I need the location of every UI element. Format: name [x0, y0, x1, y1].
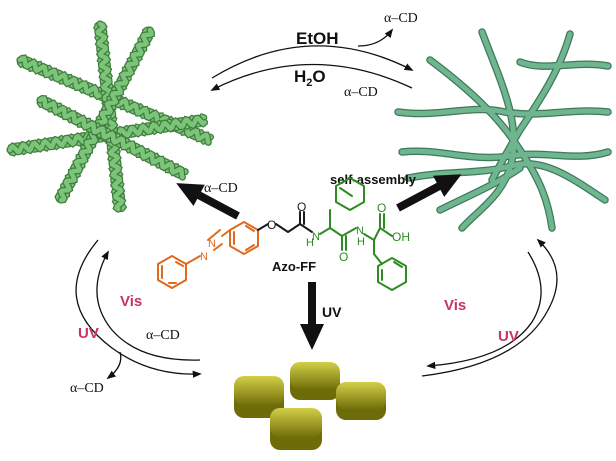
uv-center-label: UV — [322, 304, 342, 320]
acd-top-right-label: α–CD — [384, 11, 418, 26]
atom-nh-2-n: N — [356, 225, 364, 237]
left-outer-arc — [75, 239, 202, 378]
molecule-name: Azo-FF — [272, 259, 316, 274]
nanoblock-4 — [270, 408, 322, 450]
atom-o-ether: O — [267, 218, 276, 232]
left-inner-arc — [96, 250, 201, 361]
ff-phenyl-ring-1 — [335, 177, 365, 211]
right-outer-arc — [421, 238, 558, 377]
helical-ropes-illustration — [6, 20, 214, 213]
h2o-label: H2O — [294, 67, 326, 89]
fiber-network-illustration — [394, 28, 612, 232]
atom-n-azo-2: N — [208, 238, 216, 250]
rope-strand — [37, 96, 185, 180]
top-transition-arrows — [210, 28, 414, 91]
right-inner-arc — [426, 251, 542, 370]
arc-h2o-arrow — [210, 63, 413, 91]
acd-release-arrow — [357, 28, 394, 47]
arc-etoh-arrow — [211, 45, 414, 79]
uv-left-label: UV — [78, 325, 99, 342]
atom-nh-2-h: H — [357, 236, 365, 248]
uv-right-label: UV — [498, 328, 519, 345]
arrow-to-ropes — [176, 183, 240, 220]
nanoblock-1 — [234, 376, 284, 418]
etoh-label: EtOH — [296, 29, 339, 48]
left-transition-arrows — [75, 239, 202, 380]
atom-nh-1-h: H — [306, 237, 314, 249]
atom-o-acid: O — [377, 201, 386, 215]
acd-left-out-arrow — [106, 351, 122, 380]
acd-left-out-label: α–CD — [70, 381, 104, 396]
acd-left-loop-label: α–CD — [146, 328, 180, 343]
vis-right-label: Vis — [444, 297, 466, 314]
nanoblock-3 — [336, 382, 386, 420]
acd-left-arrow-label: α–CD — [204, 181, 238, 196]
azo-ff-molecule — [157, 177, 407, 291]
nanoblock-illustration — [234, 362, 386, 450]
atom-o-carbonyl-2: O — [339, 250, 348, 264]
rope-strand — [58, 27, 154, 203]
arrow-to-nanoblocks — [300, 282, 324, 350]
self-assembly-label: self-assembly — [330, 172, 417, 187]
arrow-to-fibers — [396, 174, 462, 212]
nanoblock-2 — [290, 362, 340, 400]
atom-n-azo-1: N — [200, 251, 208, 263]
right-transition-arrows — [421, 238, 558, 377]
atom-nh-1-n: N — [312, 231, 320, 243]
atom-o-carbonyl-1: O — [297, 200, 306, 214]
atom-oh: OH — [392, 230, 410, 244]
acd-h2o-label: α–CD — [344, 85, 378, 100]
ff-phenyl-ring-2 — [377, 257, 407, 291]
vis-left-label: Vis — [120, 293, 142, 310]
